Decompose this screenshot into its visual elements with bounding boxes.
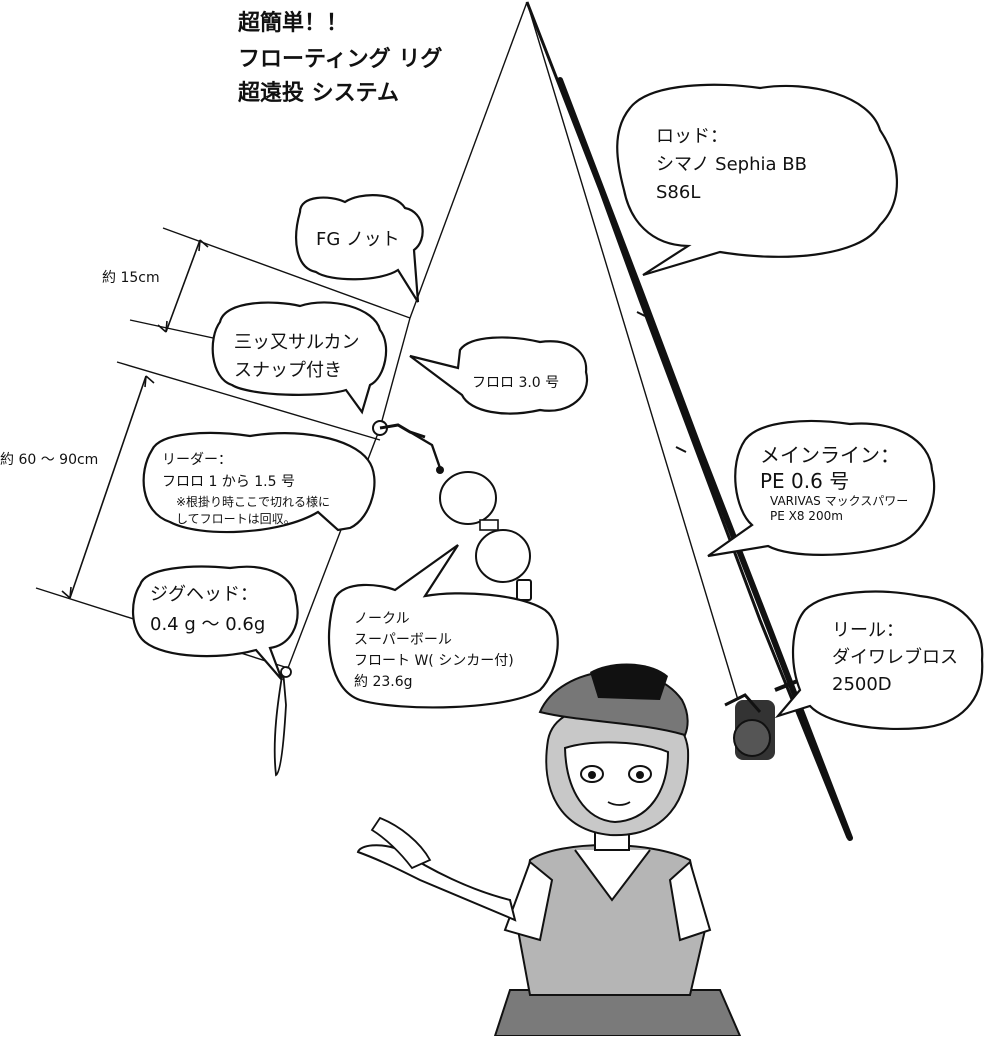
diagram-title: 超簡単！！ フローティング リグ 超遠投 システム [238,10,442,106]
bubble-fg-knot: FG ノット [295,194,424,303]
float-label-2: スーパーボール [354,632,452,648]
float-label-4: 約 23.6g [354,674,413,690]
dimension-upper-label: 約 15cm [102,270,160,286]
bubble-mainline: メインライン： PE 0.6 号 VARIVAS マックスパワー PE X8 2… [707,419,936,558]
bubble-swivel: 三ッ又サルカン スナップ付き [211,301,388,415]
mainline-label-1: メインライン： [760,443,900,467]
reel-label-3: 2500D [832,674,892,695]
dimension-upper: 約 15cm [102,227,411,373]
fg-knot-label: FG ノット [316,229,400,250]
jighead-label-2: 0.4 g ～ 0.6g [150,614,265,635]
leader-label-2: フロロ 1 から 1.5 号 [162,474,295,490]
rod-label-2: シマノ Sephia BB [656,154,807,175]
leader-label-1: リーダー： [162,452,232,468]
bubble-rod: ロッド： シマノ Sephia BB S86L [616,83,899,277]
float-label-3: フロート W( シンカー付) [354,653,514,669]
reel-label-1: リール： [832,620,904,641]
bubble-float: ノークル スーパーボール フロート W( シンカー付) 約 23.6g [327,544,559,709]
dimension-lower-label: 約 60 ～ 90cm [0,452,98,468]
girl-character-icon [356,663,742,1037]
bubble-jighead: ジグヘッド： 0.4 g ～ 0.6g [131,565,299,681]
fluoro-line [379,317,411,429]
bubble-fluoro: フロロ 3.0 号 [409,336,589,415]
mainline-upper [409,1,528,319]
fluoro-label: フロロ 3.0 号 [472,375,559,391]
bubble-reel: リール： ダイワレブロス 2500D [774,590,984,730]
swivel-label-2: スナップ付き [234,360,342,381]
mainline-label-4: PE X8 200m [770,509,843,523]
reel-label-2: ダイワレブロス [832,646,958,668]
rod-label-1: ロッド： [656,126,728,147]
spinning-reel-icon [724,678,801,760]
mainline-label-3: VARIVAS マックスパワー [770,494,908,508]
title-line-3: 超遠投 システム [238,80,399,106]
rod-label-3: S86L [656,182,700,203]
mainline-label-2: PE 0.6 号 [760,469,849,493]
float-icon [439,471,532,601]
dimension-lower: 約 60 ～ 90cm [0,361,381,669]
bubble-leader: リーダー： フロロ 1 から 1.5 号 ※根掛り時ここで切れる様に してフロー… [142,431,376,534]
jighead-lure-icon [273,666,292,777]
jighead-label-1: ジグヘッド： [150,584,258,605]
title-line-1: 超簡単！！ [238,10,348,36]
swivel-label-1: 三ッ又サルカン [234,332,359,353]
mainline-rod-side [526,1,739,701]
swivel-icon [372,420,444,474]
title-line-2: フローティング リグ [238,46,442,72]
leader-note-2: してフロートは回収。 [176,512,296,526]
leader-note-1: ※根掛り時ここで切れる様に [176,494,330,509]
float-label-1: ノークル [354,611,410,627]
